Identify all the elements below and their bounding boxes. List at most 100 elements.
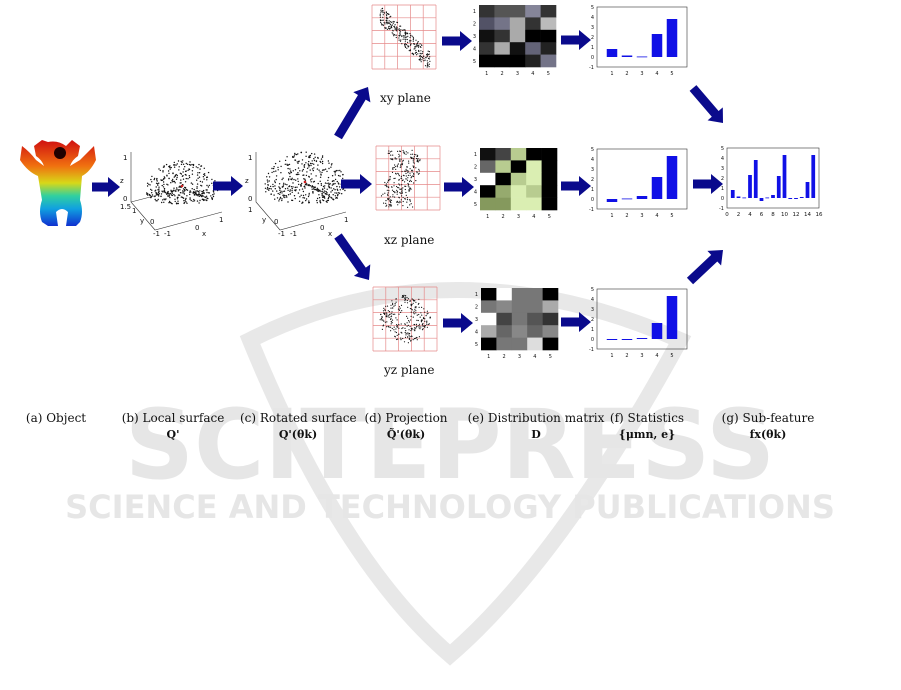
watermark-title: SCITEPRESS (125, 389, 775, 501)
surface-point (203, 191, 205, 194)
projection-point (401, 184, 403, 186)
surface-point (162, 191, 164, 193)
surface-point (301, 182, 303, 185)
surface-point (157, 191, 160, 194)
surface-point (196, 187, 198, 189)
surface-point (294, 159, 296, 161)
matrix-tick-x: 2 (503, 354, 506, 360)
projection-point (413, 162, 415, 164)
projection-point (418, 336, 420, 338)
projection-point (389, 16, 391, 18)
surface-point (173, 166, 176, 168)
projection-point (386, 19, 388, 21)
projection-point (398, 309, 400, 311)
surface-point (183, 192, 185, 194)
projection-point (410, 330, 412, 332)
surface-point (196, 179, 198, 181)
surface-point (205, 195, 208, 197)
projection-point (405, 151, 407, 153)
surface-point (331, 184, 334, 186)
projection-point (424, 320, 426, 322)
surface-point (339, 189, 341, 191)
projection-point (379, 319, 381, 321)
surface-point (290, 171, 293, 174)
projection-point (403, 37, 405, 39)
projection-point (412, 159, 414, 161)
projection-point (418, 170, 420, 172)
surface-point (280, 190, 282, 192)
surface-point (310, 173, 312, 175)
projection-point (411, 35, 413, 37)
projection-point (424, 325, 426, 327)
projection-point (398, 173, 400, 175)
projection-point (412, 206, 414, 208)
matrix-cell (494, 29, 511, 43)
projection-point (396, 326, 398, 328)
surface-point (272, 190, 274, 192)
projection-point (393, 329, 395, 331)
matrix-cell (541, 185, 558, 198)
watermark-subtitle: SCIENCE AND TECHNOLOGY PUBLICATIONS (65, 488, 835, 526)
matrix-cell (526, 148, 542, 161)
matrix-cell (481, 337, 497, 351)
subfeature-tick-x: 14 (804, 212, 811, 218)
projection-point (398, 183, 400, 185)
matrix-cell (494, 17, 511, 31)
surface-point (286, 156, 288, 158)
subfeature-bar (730, 190, 735, 198)
axis-tick: 1 (123, 154, 127, 162)
projection-point (383, 22, 385, 24)
flow-arrow (561, 176, 591, 196)
projection-point (416, 336, 418, 339)
projection-point (398, 158, 401, 160)
matrix-cell (495, 197, 512, 211)
matrix-cell (509, 54, 526, 68)
surface-point (327, 185, 330, 187)
projection-point (406, 315, 408, 317)
matrix-cell (481, 300, 497, 314)
surface-point (176, 187, 178, 189)
projection-point (426, 66, 428, 68)
projection-point (390, 307, 392, 309)
projection-point (405, 332, 407, 334)
surface-point (168, 165, 170, 168)
surface-point (180, 163, 183, 166)
projection-point (412, 316, 414, 318)
projection-point (415, 44, 417, 46)
projection-point (407, 182, 409, 185)
subfeature-tick-y: 2 (721, 176, 724, 182)
projection-point (402, 38, 404, 40)
matrix-tick-y: 4 (473, 46, 476, 52)
surface-point (187, 169, 189, 172)
projection-point (387, 152, 389, 154)
projection-point (414, 52, 416, 54)
surface-point (321, 194, 323, 196)
projection-point (414, 338, 416, 340)
surface-point (203, 199, 205, 202)
projection-point (414, 330, 416, 332)
projection-point (427, 50, 429, 52)
projection-point (420, 320, 422, 322)
surface-point (321, 188, 324, 190)
projection-point (417, 173, 420, 175)
projection-point (398, 327, 400, 329)
surface-point (151, 175, 153, 178)
projection-point (410, 203, 412, 205)
axis-tick: -1 (164, 230, 171, 238)
surface-point (291, 191, 293, 193)
surface-point (279, 193, 281, 195)
surface-point (172, 178, 174, 181)
projection-point (418, 172, 420, 174)
surface-point (177, 190, 179, 192)
surface-point (321, 192, 323, 195)
projection-point (406, 32, 408, 35)
projection-point (391, 158, 393, 160)
surface-point (342, 173, 344, 176)
surface-point (176, 163, 178, 165)
surface-point (317, 182, 319, 185)
projection-point (392, 168, 394, 170)
subfeature-bar (765, 197, 770, 199)
flow-arrow (561, 312, 591, 332)
projection-point (411, 327, 413, 330)
projection-point (406, 325, 408, 327)
